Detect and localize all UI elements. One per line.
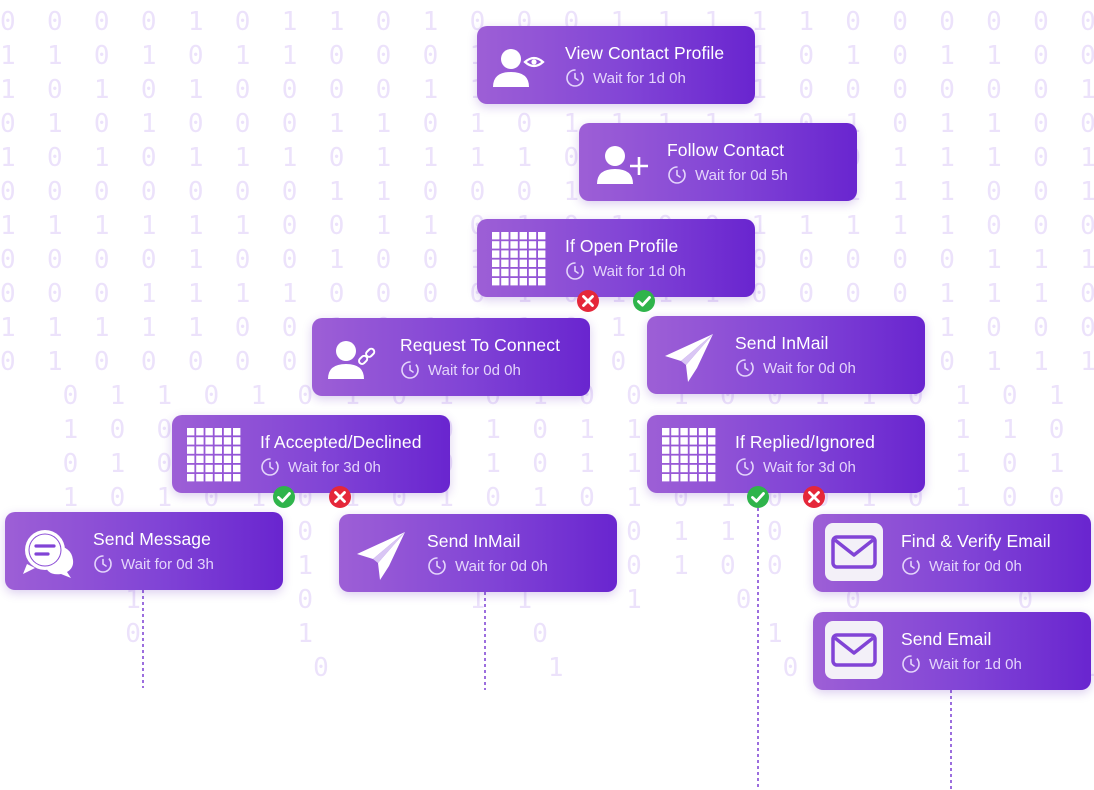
node-find-verify-email[interactable]: Find & Verify Email Wait for 0d 0h [813, 514, 1091, 592]
node-title: If Replied/Ignored [735, 432, 875, 452]
clock-icon [260, 457, 280, 477]
node-wait: Wait for 3d 0h [735, 457, 856, 477]
wait-label: Wait for 0d 0h [428, 361, 521, 379]
branch-no-badge [576, 289, 600, 313]
user-link-icon [326, 330, 382, 386]
node-wait: Wait for 0d 0h [735, 358, 856, 378]
wait-label: Wait for 0d 3h [121, 555, 214, 573]
node-if-replied-ignored[interactable]: If Replied/Ignored Wait for 3d 0h [647, 415, 925, 493]
clock-icon [735, 358, 755, 378]
branch-no-badge [328, 485, 352, 509]
node-wait: Wait for 1d 0h [901, 654, 1022, 674]
clock-icon [565, 68, 585, 88]
clock-icon [427, 556, 447, 576]
clock-icon [667, 165, 687, 185]
node-title: Send InMail [427, 531, 521, 551]
branch-yes-badge [272, 485, 296, 509]
profile-view-icon [491, 38, 547, 94]
binary-row: 0 0 0 0 0 0 0 1 1 0 0 0 1 0 1 0 1 1 1 1 … [0, 177, 1094, 207]
condition-grid-icon [661, 427, 717, 483]
node-wait: Wait for 0d 5h [667, 165, 788, 185]
wait-label: Wait for 0d 0h [763, 359, 856, 377]
branch-no-badge [802, 485, 826, 509]
wait-label: Wait for 1d 0h [929, 655, 1022, 673]
clock-icon [901, 654, 921, 674]
clock-icon [93, 554, 113, 574]
binary-row: 1 0 0 1 1 0 1 1 0 1 0 1 1 0 0 1 0 1 0 1 … [0, 415, 1094, 445]
wait-label: Wait for 1d 0h [593, 69, 686, 87]
node-title: Follow Contact [667, 140, 785, 160]
clock-icon [400, 360, 420, 380]
node-title: Send Email [901, 629, 992, 649]
branch-yes-badge [632, 289, 656, 313]
node-wait: Wait for 0d 0h [901, 556, 1022, 576]
node-view-contact-profile[interactable]: View Contact Profile Wait for 1d 0h [477, 26, 755, 104]
node-title: If Accepted/Declined [260, 432, 422, 452]
node-title: Send InMail [735, 333, 829, 353]
envelope-icon [825, 523, 883, 581]
clock-icon [735, 457, 755, 477]
binary-row: 0 1 0 1 0 0 0 1 1 0 1 0 1 1 1 1 1 0 1 0 … [0, 109, 1094, 139]
node-wait: Wait for 3d 0h [260, 457, 381, 477]
wait-label: Wait for 0d 0h [929, 557, 1022, 575]
node-send-email[interactable]: Send Email Wait for 1d 0h [813, 612, 1091, 690]
node-if-open-profile[interactable]: If Open Profile Wait for 1d 0h [477, 219, 755, 297]
binary-row: 1 0 1 0 1 0 1 0 1 0 1 0 1 0 1 0 0 1 0 1 … [0, 483, 1094, 513]
node-title: Send Message [93, 529, 211, 549]
node-send-inmail-left[interactable]: Send InMail Wait for 0d 0h [339, 514, 617, 592]
node-if-accepted-declined[interactable]: If Accepted/Declined Wait for 3d 0h [172, 415, 450, 493]
node-wait: Wait for 1d 0h [565, 68, 686, 88]
wait-label: Wait for 3d 0h [763, 458, 856, 476]
node-send-message[interactable]: Send Message Wait for 0d 3h [5, 512, 283, 590]
paper-plane-icon [661, 328, 717, 384]
node-send-inmail-right[interactable]: Send InMail Wait for 0d 0h [647, 316, 925, 394]
node-request-to-connect[interactable]: Request To Connect Wait for 0d 0h [312, 318, 590, 396]
condition-grid-icon [186, 427, 242, 483]
clock-icon [565, 261, 585, 281]
wait-label: Wait for 0d 0h [455, 557, 548, 575]
binary-row: 1 0 1 0 1 1 1 0 1 1 1 1 0 0 1 0 1 1 0 1 … [0, 143, 1094, 173]
binary-row: 0 1 0 1 1 0 0 1 0 1 0 1 1 0 1 0 0 1 1 1 … [0, 449, 1094, 479]
node-title: View Contact Profile [565, 43, 725, 63]
add-user-icon [593, 135, 649, 191]
node-wait: Wait for 1d 0h [565, 261, 686, 281]
branch-yes-badge [746, 485, 770, 509]
envelope-icon [825, 621, 883, 679]
node-wait: Wait for 0d 3h [93, 554, 214, 574]
wait-label: Wait for 1d 0h [593, 262, 686, 280]
wait-label: Wait for 0d 5h [695, 166, 788, 184]
node-title: If Open Profile [565, 236, 679, 256]
clock-icon [901, 556, 921, 576]
node-follow-contact[interactable]: Follow Contact Wait for 0d 5h [579, 123, 857, 201]
wait-label: Wait for 3d 0h [288, 458, 381, 476]
condition-grid-icon [491, 231, 547, 287]
node-wait: Wait for 0d 0h [400, 360, 521, 380]
node-title: Find & Verify Email [901, 531, 1051, 551]
chat-bubbles-icon [19, 524, 75, 580]
paper-plane-icon [353, 526, 409, 582]
node-title: Request To Connect [400, 335, 561, 355]
node-wait: Wait for 0d 0h [427, 556, 548, 576]
